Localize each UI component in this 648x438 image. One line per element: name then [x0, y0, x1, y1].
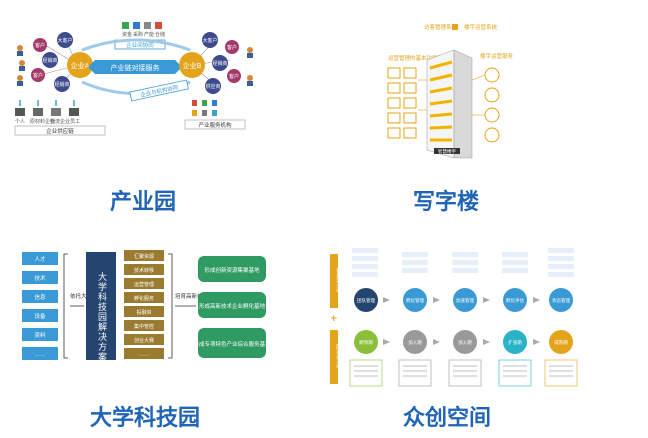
svg-text:人才: 人才	[34, 255, 46, 263]
svg-text:运营管理: 运营管理	[134, 281, 154, 288]
svg-text:信息: 信息	[34, 293, 46, 301]
row1-label: 管理生态	[335, 267, 342, 292]
left-service-title: 运营管理的基本功能服务	[388, 54, 449, 62]
svg-text:经销商: 经销商	[212, 60, 227, 67]
university-park-diagram: 人才 技术 信息 设备 资料 …… 依托大学的资源 大学科技园解决方案 汇聚资源…	[18, 246, 271, 366]
svg-text:企业A: 企业A	[71, 61, 90, 70]
svg-text:状态管理: 状态管理	[552, 297, 570, 304]
right-service-icons	[484, 67, 500, 143]
top-arc-arrow	[81, 38, 191, 52]
svg-text:……: ……	[35, 352, 46, 358]
university-resources-list: 人才 技术 信息 设备 资料 ……	[22, 252, 58, 360]
svg-text:资料: 资料	[34, 331, 46, 339]
building-sign: 智慧楼宇	[438, 148, 456, 155]
svg-text:+: +	[330, 314, 338, 324]
outcomes-list: 形成创新资源集聚基地 形成高新技术企业孵化基地 形成专项特色产业综合服务基地	[193, 256, 271, 358]
svg-text:技术: 技术	[34, 274, 46, 282]
office-building-diagram: 访客管理系统 楼宇运营系统 运营管理的基本功能服务	[382, 20, 522, 160]
maker-space-diagram: 管理生态 + 服务生态 团队管理 孵化管理 加速管理 孵化评估 状态管理	[330, 244, 580, 390]
svg-text:形成高新技术企业孵化基地: 形成高新技术企业孵化基地	[199, 302, 266, 310]
svg-text:……: ……	[139, 352, 149, 358]
svg-text:客户: 客户	[227, 44, 237, 51]
svg-text:物流企业: 物流企业	[50, 118, 70, 125]
enterprise-b-node	[179, 52, 205, 78]
right-service-title: 楼宇运营服务	[480, 52, 514, 60]
svg-text:个人: 个人	[15, 119, 25, 125]
svg-text:经销商: 经销商	[42, 57, 57, 64]
svg-text:成熟期: 成熟期	[554, 339, 568, 346]
service-modules-list: 汇聚资源 技术转移 运营管理 孵化服务 投融资 集中管控 创业大赛 ……	[124, 250, 164, 359]
svg-text:汇聚资源: 汇聚资源	[134, 253, 154, 260]
caption-office-building: 写字楼	[413, 190, 480, 215]
center-service-band	[88, 60, 182, 74]
org-collaboration-label: 企业与机构协同	[140, 83, 180, 99]
supply-chain-row: 个人 原材料企业 物流企业 员工 企业供应链	[14, 100, 106, 136]
caption-industrial-park: 产业园	[110, 190, 177, 215]
service-org-row: 产业服务机构	[184, 100, 246, 130]
svg-text:投融资: 投融资	[136, 309, 151, 316]
svg-text:员工: 员工	[70, 119, 80, 125]
svg-text:客户: 客户	[229, 73, 239, 80]
svg-text:形成创新资源集聚基地: 形成创新资源集聚基地	[204, 266, 260, 274]
svg-text:加速管理: 加速管理	[456, 297, 474, 304]
svg-text:原材料企业: 原材料企业	[30, 118, 55, 125]
svg-text:大客户: 大客户	[57, 37, 72, 44]
top-icon-label: 产能	[144, 31, 154, 38]
svg-text:扩张期: 扩张期	[508, 339, 522, 346]
management-stage-row: 团队管理 孵化管理 加速管理 孵化评估 状态管理	[354, 288, 573, 312]
svg-text:客户: 客户	[35, 42, 45, 49]
svg-text:供应商: 供应商	[205, 83, 220, 90]
top-service-icons: 资金 采购 产能 仓储	[122, 22, 165, 38]
svg-text:形成专项特色产业综合服务基地: 形成专项特色产业综合服务基地	[193, 340, 270, 348]
enterprise-a-cluster: 客户 大客户 客户 经销商 经销商 企业A	[17, 32, 93, 92]
supply-chain-label: 企业供应链	[46, 127, 74, 135]
top-icon-label: 采购	[133, 31, 143, 38]
solution-label: 大学科技园解决方案	[96, 271, 107, 362]
org-collaboration-bar	[129, 79, 189, 102]
svg-text:技术转移: 技术转移	[134, 267, 154, 274]
top-icon-label: 资金	[122, 31, 132, 38]
solution-box	[86, 252, 116, 360]
svg-text:大客户: 大客户	[202, 37, 217, 44]
industrial-park-diagram: 资金 采购 产能 仓储 企业间协同 客户 大客户 客户 经销商 经销商 企业A	[10, 20, 260, 140]
svg-text:设备: 设备	[34, 312, 46, 320]
svg-text:访客管理系统: 访客管理系统	[424, 23, 458, 31]
svg-text:团队管理: 团队管理	[357, 297, 375, 304]
svg-text:经销商: 经销商	[54, 81, 69, 88]
office-building-illustration: 智慧楼宇	[426, 49, 473, 159]
top-icon-label: 仓储	[155, 31, 165, 38]
service-org-label: 产业服务机构	[198, 121, 232, 129]
row2-label: 服务生态	[335, 344, 342, 368]
svg-text:客户: 客户	[33, 72, 43, 79]
caption-maker-space: 众创空间	[403, 406, 492, 431]
svg-text:企业B: 企业B	[183, 61, 202, 70]
svg-text:集中管控: 集中管控	[134, 323, 154, 330]
svg-text:孵育期: 孵育期	[359, 339, 373, 346]
service-stage-row: 孵育期 加入期 加入期 扩张期 成熟期	[354, 330, 573, 354]
svg-text:加入期: 加入期	[458, 339, 472, 346]
svg-text:楼宇运营系统: 楼宇运营系统	[464, 23, 498, 31]
svg-text:孵化评估: 孵化评估	[506, 297, 524, 304]
collaboration-bar-label: 企业间协同	[126, 41, 154, 49]
high-tech-label: 培育高新技术企业	[175, 292, 220, 300]
left-service-icons	[387, 67, 417, 139]
svg-text:孵化服务: 孵化服务	[134, 295, 154, 302]
center-service-label: 产业链对接服务	[111, 63, 160, 72]
svg-text:创业大赛: 创业大赛	[134, 337, 154, 344]
svg-text:孵化管理: 孵化管理	[406, 297, 424, 304]
enterprise-a-node	[67, 52, 93, 78]
svg-text:加入期: 加入期	[408, 339, 422, 346]
caption-university-park: 大学科技园	[90, 406, 201, 431]
enterprise-b-cluster: 大客户 客户 经销商 客户 供应商 企业B	[179, 32, 253, 94]
